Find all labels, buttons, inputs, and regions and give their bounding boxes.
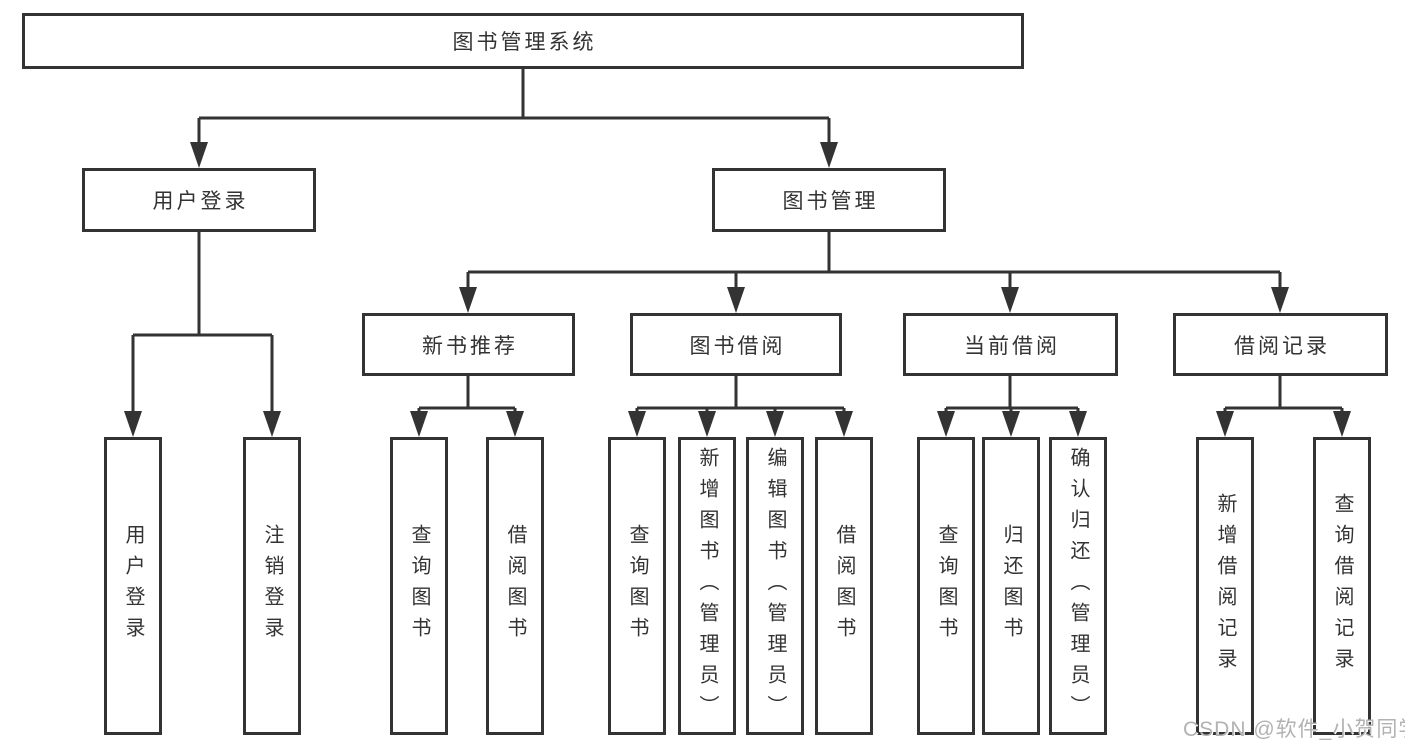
leaf-label: 查询图书 [935, 524, 957, 648]
leaf-logout: 注销登录 [243, 437, 301, 735]
watermark: CSDN @软件_小贺同学 [1183, 718, 1405, 741]
leaf-label: 借阅图书 [833, 524, 855, 648]
leaf-label: 用户登录 [122, 524, 144, 648]
leaf-query-borrow-record: 查询借阅记录 [1313, 437, 1371, 735]
leaf-confirm-return-admin: 确认归还（管理员） [1049, 437, 1107, 735]
leaf-label: 注销登录 [261, 524, 283, 648]
leaf-label: 借阅图书 [504, 524, 526, 648]
leaf-label: 确认归还（管理员） [1067, 446, 1089, 726]
leaf-label: 编辑图书（管理员） [764, 446, 786, 726]
node-current-borrow: 当前借阅 [903, 313, 1118, 376]
leaf-label: 查询借阅记录 [1331, 493, 1353, 679]
leaf-edit-books-admin: 编辑图书（管理员） [746, 437, 804, 735]
leaf-user-login: 用户登录 [104, 437, 162, 735]
node-new-book-recommend: 新书推荐 [362, 313, 575, 376]
leaf-query-books-borrow: 查询图书 [608, 437, 666, 735]
leaf-query-books-recommend: 查询图书 [390, 437, 448, 735]
leaf-label: 新增图书（管理员） [696, 446, 718, 726]
leaf-label: 查询图书 [626, 524, 648, 648]
leaf-label: 查询图书 [408, 524, 430, 648]
leaf-label: 新增借阅记录 [1214, 493, 1236, 679]
node-user-login: 用户登录 [82, 168, 316, 232]
leaf-borrow-books: 借阅图书 [815, 437, 873, 735]
leaf-borrow-books-recommend: 借阅图书 [486, 437, 544, 735]
node-book-management: 图书管理 [712, 168, 946, 232]
node-borrow-record: 借阅记录 [1173, 313, 1388, 376]
leaf-add-borrow-record: 新增借阅记录 [1196, 437, 1254, 735]
leaf-add-books-admin: 新增图书（管理员） [678, 437, 736, 735]
leaf-return-books: 归还图书 [982, 437, 1040, 735]
node-library-system: 图书管理系统 [22, 13, 1024, 69]
leaf-label: 归还图书 [1000, 524, 1022, 648]
leaf-query-books-current: 查询图书 [917, 437, 975, 735]
node-book-borrow: 图书借阅 [630, 313, 842, 376]
